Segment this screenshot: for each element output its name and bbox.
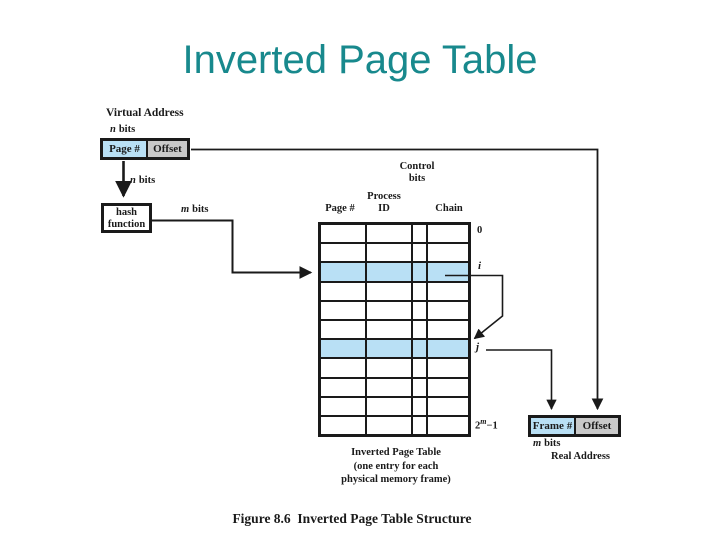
arrow-row-j-to-frame bbox=[486, 349, 557, 411]
table-cell bbox=[321, 282, 365, 300]
frame-number-field: Frame # bbox=[531, 418, 576, 434]
table-cell bbox=[321, 320, 365, 339]
row-label-last: 2m−1 bbox=[475, 417, 498, 432]
table-cell bbox=[428, 244, 468, 262]
row-label-i: i bbox=[478, 260, 482, 272]
figure-caption: Figure 8.6 Inverted Page Table Structure bbox=[232, 511, 472, 526]
table-cell bbox=[367, 244, 411, 262]
virtual-page-number-field: Page # bbox=[103, 141, 148, 157]
chain-header: Chain bbox=[435, 203, 463, 214]
table-cell bbox=[428, 320, 468, 339]
bits-word: bits bbox=[118, 124, 136, 135]
table-cell bbox=[428, 397, 468, 415]
virtual-address-label: Virtual Address bbox=[106, 107, 184, 119]
page-title: Inverted Page Table bbox=[182, 38, 538, 82]
table-cell bbox=[321, 416, 365, 435]
m-variable: m bbox=[181, 204, 190, 215]
table-cell bbox=[413, 397, 426, 415]
table-cell bbox=[367, 359, 411, 377]
bits-word: bits bbox=[138, 175, 156, 186]
table-cell bbox=[428, 340, 468, 358]
table-cell bbox=[367, 282, 411, 300]
hash-function-box: hash function bbox=[101, 203, 152, 233]
table-cell bbox=[367, 301, 411, 319]
hash-function-line2: function bbox=[107, 218, 146, 230]
table-caption-line1: Inverted Page Table bbox=[351, 447, 441, 458]
control-bits-header-line1: Control bbox=[399, 161, 435, 172]
n-variable: n bbox=[130, 175, 136, 186]
table-cell bbox=[428, 263, 468, 281]
table-cell bbox=[413, 416, 426, 435]
m-variable: m bbox=[533, 438, 542, 449]
control-bits-header-line2: bits bbox=[408, 173, 426, 184]
table-cell bbox=[367, 320, 411, 339]
row-label-zero: 0 bbox=[477, 225, 483, 236]
table-cell bbox=[321, 244, 365, 262]
real-offset-field: Offset bbox=[576, 418, 618, 434]
table-cell bbox=[428, 282, 468, 300]
power-exponent: m bbox=[480, 417, 487, 426]
table-cell bbox=[413, 301, 426, 319]
n-variable: n bbox=[110, 124, 116, 135]
table-cell bbox=[413, 340, 426, 358]
table-cell bbox=[428, 416, 468, 435]
control-bits-header: Control bits bbox=[389, 161, 445, 185]
table-cell bbox=[413, 378, 426, 396]
table-cell bbox=[413, 359, 426, 377]
table-cell bbox=[367, 263, 411, 281]
table-cell bbox=[428, 359, 468, 377]
table-cell bbox=[321, 359, 365, 377]
table-cell bbox=[367, 378, 411, 396]
table-caption-line2: (one entry for each bbox=[353, 460, 439, 472]
table-cell bbox=[367, 225, 411, 243]
bits-word: bits bbox=[544, 438, 561, 449]
table-cell bbox=[413, 225, 426, 243]
page-table-grid bbox=[318, 222, 471, 438]
table-cell bbox=[321, 397, 365, 415]
table-cell bbox=[367, 416, 411, 435]
power-base: 2 bbox=[475, 420, 481, 432]
process-id-header-line1: Process bbox=[367, 191, 401, 202]
table-cell bbox=[367, 397, 411, 415]
table-caption: Inverted Page Table (one entry for each … bbox=[315, 446, 477, 487]
arrow-hash-to-row-i bbox=[152, 219, 313, 279]
table-cell bbox=[413, 263, 426, 281]
row-label-j: j bbox=[476, 341, 480, 353]
table-cell bbox=[367, 340, 411, 358]
table-cell bbox=[428, 301, 468, 319]
table-cell bbox=[413, 320, 426, 339]
page-number-header: Page # bbox=[325, 203, 355, 214]
table-caption-line3: physical memory frame) bbox=[341, 474, 451, 485]
real-address-box: Frame # Offset bbox=[528, 415, 621, 437]
real-address-label: Real Address bbox=[550, 451, 611, 462]
table-cell bbox=[321, 263, 365, 281]
hash-function-line1: hash bbox=[115, 207, 137, 218]
table-cell bbox=[321, 225, 365, 243]
table-cell bbox=[321, 301, 365, 319]
table-cell bbox=[413, 282, 426, 300]
table-cell bbox=[413, 244, 426, 262]
table-cell bbox=[428, 378, 468, 396]
bits-word: bits bbox=[192, 204, 209, 215]
virtual-address-box: Page # Offset bbox=[100, 138, 190, 160]
virtual-offset-field: Offset bbox=[148, 141, 187, 157]
table-cell bbox=[321, 378, 365, 396]
table-cell bbox=[321, 340, 365, 358]
table-cell bbox=[428, 225, 468, 243]
power-tail: −1 bbox=[486, 420, 498, 432]
